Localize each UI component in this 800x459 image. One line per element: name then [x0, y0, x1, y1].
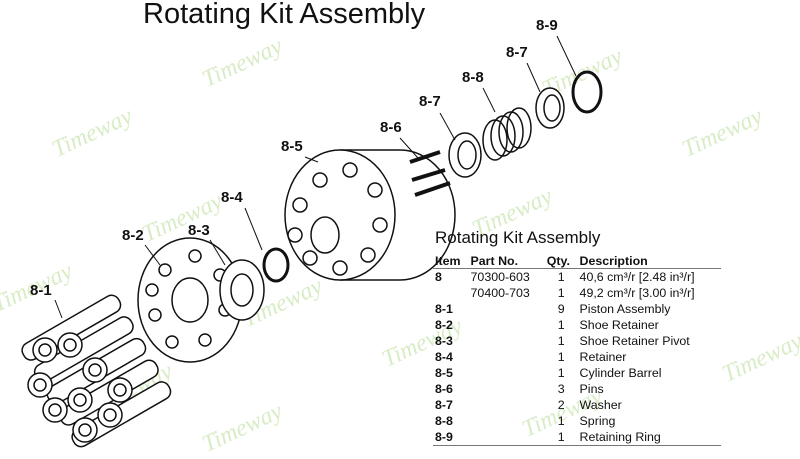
- leader-lines: [54, 35, 577, 319]
- callout-8-1: 8-1: [30, 282, 52, 299]
- shoe-retainer-pivot: [219, 259, 265, 321]
- table-row: 8-4 1 Retainer: [433, 349, 721, 365]
- item-cell: 8-6: [435, 382, 453, 396]
- table-row: 8-3 1 Shoe Retainer Pivot: [433, 333, 721, 349]
- qty-cell: 1: [544, 429, 578, 446]
- item-cell: 8-9: [433, 429, 469, 446]
- col-qty: Qty.: [544, 254, 578, 269]
- piston-assemblies: [21, 294, 172, 448]
- qty-cell: 1: [557, 286, 565, 300]
- callout-8-7b: 8-7: [506, 44, 528, 61]
- table-row: 70400-703 1 49,2 cm³/r [3.00 in³/r]: [433, 285, 721, 301]
- col-description: Description: [577, 254, 721, 269]
- qty-cell: 9: [557, 302, 565, 316]
- callout-8-5: 8-5: [281, 138, 303, 155]
- callout-8-8: 8-8: [462, 69, 484, 86]
- qty-cell: 1: [557, 414, 565, 428]
- part-no-cell: [469, 301, 545, 317]
- part-no-cell: [469, 365, 545, 381]
- cylinder-barrel: [284, 149, 456, 281]
- item-cell: 8: [435, 270, 442, 284]
- pins: [409, 150, 451, 197]
- table-row: 8-2 1 Shoe Retainer: [433, 317, 721, 333]
- table-row: 8 70300-603 1 40,6 cm³/r [2.48 in³/r]: [433, 269, 721, 286]
- callout-8-2: 8-2: [122, 227, 144, 244]
- col-part-no: Part No.: [468, 254, 545, 269]
- callout-8-3: 8-3: [188, 222, 210, 239]
- item-cell: 8-1: [435, 302, 453, 316]
- description-cell: Washer: [579, 398, 622, 412]
- retainer: [262, 247, 290, 283]
- part-no-cell: [469, 317, 545, 333]
- callout-8-6: 8-6: [380, 119, 402, 136]
- description-cell: Retainer: [579, 350, 627, 364]
- part-no-cell: [469, 333, 545, 349]
- description-cell: Spring: [579, 414, 616, 428]
- description-cell: 49,2 cm³/r [3.00 in³/r]: [579, 286, 695, 300]
- description-cell: Pins: [579, 382, 604, 396]
- description-cell: Shoe Retainer: [579, 318, 659, 332]
- part-no-cell: [469, 349, 545, 365]
- qty-cell: 1: [557, 366, 565, 380]
- description-cell: 40,6 cm³/r [2.48 in³/r]: [579, 270, 695, 284]
- part-no-cell: [469, 413, 545, 429]
- washer: [535, 87, 565, 129]
- item-cell: 8-7: [435, 398, 453, 412]
- table-row: 8-7 2 Washer: [433, 397, 721, 413]
- part-no-cell: 70400-703: [470, 286, 530, 300]
- spring: [482, 107, 532, 161]
- callout-8-7: 8-7: [419, 93, 441, 110]
- table-header: Item Part No. Qty. Description: [433, 254, 721, 269]
- description-cell: Retaining Ring: [577, 429, 721, 446]
- description-cell: Cylinder Barrel: [579, 366, 662, 380]
- retaining-ring: [571, 70, 603, 114]
- table-row: 8-1 9 Piston Assembly: [433, 301, 721, 317]
- item-cell: 8-4: [435, 350, 453, 364]
- part-no-cell: [469, 381, 545, 397]
- qty-cell: 1: [557, 350, 565, 364]
- callout-8-9: 8-9: [536, 17, 558, 34]
- part-no-cell: 70300-603: [470, 270, 530, 284]
- col-item: Item: [433, 254, 469, 269]
- qty-cell: 1: [557, 334, 565, 348]
- item-cell: 8-3: [435, 334, 453, 348]
- item-cell: [433, 285, 469, 301]
- callout-8-4: 8-4: [221, 189, 243, 206]
- qty-cell: 3: [557, 382, 565, 396]
- part-no-cell: [468, 429, 545, 446]
- item-cell: 8-8: [435, 414, 453, 428]
- part-no-cell: [469, 397, 545, 413]
- page-title: Rotating Kit Assembly: [143, 0, 426, 30]
- qty-cell: 1: [557, 270, 565, 284]
- table-row: 8-5 1 Cylinder Barrel: [433, 365, 721, 381]
- description-cell: Piston Assembly: [579, 302, 671, 316]
- qty-cell: 1: [557, 318, 565, 332]
- table-row: 8-6 3 Pins: [433, 381, 721, 397]
- shoe-retainer: [137, 237, 243, 363]
- parts-table: Item Part No. Qty. Description 8 70300-60…: [433, 254, 721, 446]
- item-cell: 8-5: [435, 366, 453, 380]
- description-cell: Shoe Retainer Pivot: [579, 334, 690, 348]
- washer: [448, 132, 482, 178]
- item-cell: 8-2: [435, 318, 453, 332]
- table-row: 8-8 1 Spring: [433, 413, 721, 429]
- qty-cell: 2: [557, 398, 565, 412]
- table-title: Rotating Kit Assembly: [435, 228, 601, 247]
